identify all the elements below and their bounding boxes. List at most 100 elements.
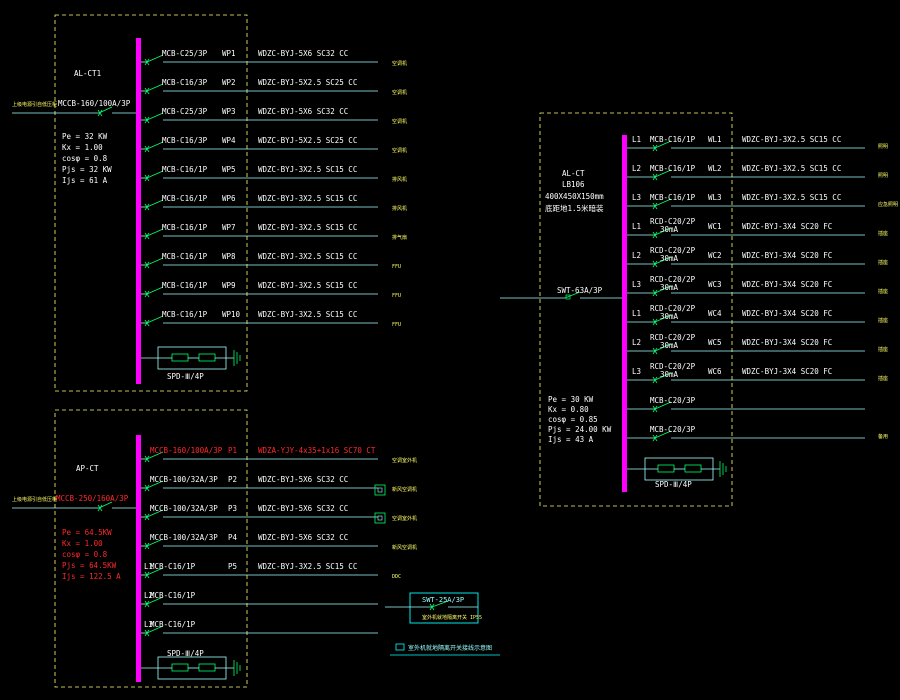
circuit-rcd: 30mA bbox=[660, 370, 679, 379]
circuit-load: 排气扇 bbox=[392, 234, 407, 241]
circuit-cable: WDZC-BYJ-5X2.5 SC25 CC bbox=[258, 136, 357, 145]
circuit-load: 空调室外机 bbox=[392, 457, 417, 464]
ct1-param-pjs: Pjs = 32 KW bbox=[62, 165, 112, 174]
incoming-alct-breaker: SWT-63A/3P bbox=[557, 286, 603, 295]
alct-param-pjs: Pjs = 24.00 KW bbox=[548, 425, 612, 434]
panel-apct-frame bbox=[54, 409, 248, 688]
apct-param-cos: cosφ = 0.8 bbox=[62, 550, 108, 559]
circuit-breaker: MCB-C16/3P bbox=[162, 78, 208, 87]
panel-ct1-title: AL-CT1 bbox=[74, 69, 101, 78]
circuit-cable: WDZC-BYJ-3X2.5 SC15 CC bbox=[258, 562, 357, 571]
spd-ct1 bbox=[141, 346, 241, 370]
circuit-load: FFU bbox=[392, 293, 401, 299]
circuit-rcd: 30mA bbox=[660, 283, 679, 292]
incoming-ct1-note: 上级电源引自低压柜 bbox=[12, 101, 57, 108]
circuit-phase: L1 bbox=[632, 222, 641, 231]
panel-alct-title: AL-CT bbox=[562, 169, 585, 178]
circuit-cable: WDZC-BYJ-3X4 SC20 FC bbox=[742, 309, 832, 318]
circuit-id: P2 bbox=[228, 475, 237, 484]
switch-detail-caption: 室外机就地隔离开关接线示意图 bbox=[408, 644, 492, 652]
circuit-breaker: MCB-C16/3P bbox=[162, 136, 208, 145]
circuit-cable: WDZC-BYJ-3X4 SC20 FC bbox=[742, 280, 832, 289]
circuit-id: WC4 bbox=[708, 309, 722, 318]
circuit-id: WC3 bbox=[708, 280, 722, 289]
panel_alct-circuit-row: MCB-C20/3P bbox=[627, 396, 865, 413]
incoming-ct1-breaker: MCCB-160/100A/3P bbox=[58, 99, 131, 108]
circuit-id: P3 bbox=[228, 504, 237, 513]
busbar-ct1 bbox=[136, 38, 141, 384]
circuit-breaker: MCCB-160/100A/3P bbox=[150, 446, 223, 455]
circuit-cable: WDZC-BYJ-3X2.5 SC15 CC bbox=[258, 281, 357, 290]
circuit-cable: WDZC-BYJ-3X4 SC20 FC bbox=[742, 338, 832, 347]
circuit-breaker: MCB-C16/1P bbox=[162, 310, 208, 319]
circuit-cable: WDZC-BYJ-3X2.5 SC15 CC bbox=[742, 164, 841, 173]
circuit-load: 照明 bbox=[878, 144, 888, 150]
circuit-id: WC1 bbox=[708, 222, 722, 231]
circuit-breaker: MCCB-100/32A/3P bbox=[150, 504, 218, 513]
apct-param-ijs: Ijs = 122.5 A bbox=[62, 572, 121, 581]
circuit-phase: L1 bbox=[144, 562, 153, 571]
circuit-phase: L1 bbox=[632, 309, 641, 318]
circuit-load: 插座 bbox=[878, 317, 888, 324]
switch-detail-note: 室外机就地隔离开关 IP55 bbox=[422, 614, 482, 621]
circuit-id: WP10 bbox=[222, 310, 241, 319]
circuit-id: P5 bbox=[228, 562, 237, 571]
circuit-id: WL1 bbox=[708, 135, 722, 144]
circuit-load: 插座 bbox=[878, 259, 888, 266]
circuit-load: 排风机 bbox=[392, 176, 407, 183]
apct-param-pe: Pe = 64.5KW bbox=[62, 528, 112, 537]
circuit-load: 空调室外机 bbox=[392, 515, 417, 522]
circuit-id: WP3 bbox=[222, 107, 236, 116]
circuit-load: FFU bbox=[392, 264, 401, 270]
circuit-cable: WDZC-BYJ-5X6 SC32 CC bbox=[258, 475, 348, 484]
circuit-breaker: RCD-C20/2P bbox=[650, 246, 696, 255]
switch-detail-box bbox=[385, 592, 479, 624]
circuit-load: FFU bbox=[392, 322, 401, 328]
ct1-param-pe: Pe = 32 KW bbox=[62, 132, 108, 141]
circuit-rcd: 30mA bbox=[660, 225, 679, 234]
circuit-id: WC5 bbox=[708, 338, 722, 347]
circuit-breaker: MCB-C25/3P bbox=[162, 49, 208, 58]
circuit-load: 空调机 bbox=[392, 89, 407, 96]
circuit-cable: WDZC-BYJ-5X6 SC32 CC bbox=[258, 533, 348, 542]
circuit-breaker: MCB-C25/3P bbox=[162, 107, 208, 116]
circuit-breaker: RCD-C20/2P bbox=[650, 333, 696, 342]
circuit-id: WP5 bbox=[222, 165, 236, 174]
incoming-alct bbox=[500, 291, 622, 300]
alct-param-pe: Pe = 30 KW bbox=[548, 395, 594, 404]
circuit-id: WP4 bbox=[222, 136, 236, 145]
incoming-apct-breaker: MCCB-250/160A/3P bbox=[56, 494, 129, 503]
circuit-breaker: MCB-C16/1P bbox=[150, 562, 196, 571]
circuit-rcd: 30mA bbox=[660, 312, 679, 321]
circuit-load: 插座 bbox=[878, 230, 888, 237]
spd-apct-label: SPD-Ⅲ/4P bbox=[167, 649, 204, 658]
circuit-breaker: MCB-C16/1P bbox=[150, 620, 196, 629]
switch-caption-icon bbox=[395, 643, 405, 651]
circuit-load: 新风空调机 bbox=[392, 486, 417, 493]
spd-alct bbox=[627, 457, 727, 481]
circuit-load: DDC bbox=[392, 574, 401, 580]
circuit-breaker: MCCB-100/32A/3P bbox=[150, 533, 218, 542]
circuit-cable: WDZC-BYJ-3X4 SC20 FC bbox=[742, 222, 832, 231]
circuit-breaker: MCCB-100/32A/3P bbox=[150, 475, 218, 484]
isolator-icon-p3 bbox=[374, 512, 386, 524]
circuit-breaker: MCB-C16/1P bbox=[162, 194, 208, 203]
ct1-param-cos: cosφ = 0.8 bbox=[62, 154, 108, 163]
incoming-ct1 bbox=[12, 106, 136, 117]
circuit-cable: WDZC-BYJ-3X2.5 SC15 CC bbox=[258, 194, 357, 203]
circuit-cable: WDZC-BYJ-3X2.5 SC15 CC bbox=[258, 252, 357, 261]
circuit-phase: L2 bbox=[632, 338, 641, 347]
panel-ct1-frame bbox=[54, 14, 248, 392]
